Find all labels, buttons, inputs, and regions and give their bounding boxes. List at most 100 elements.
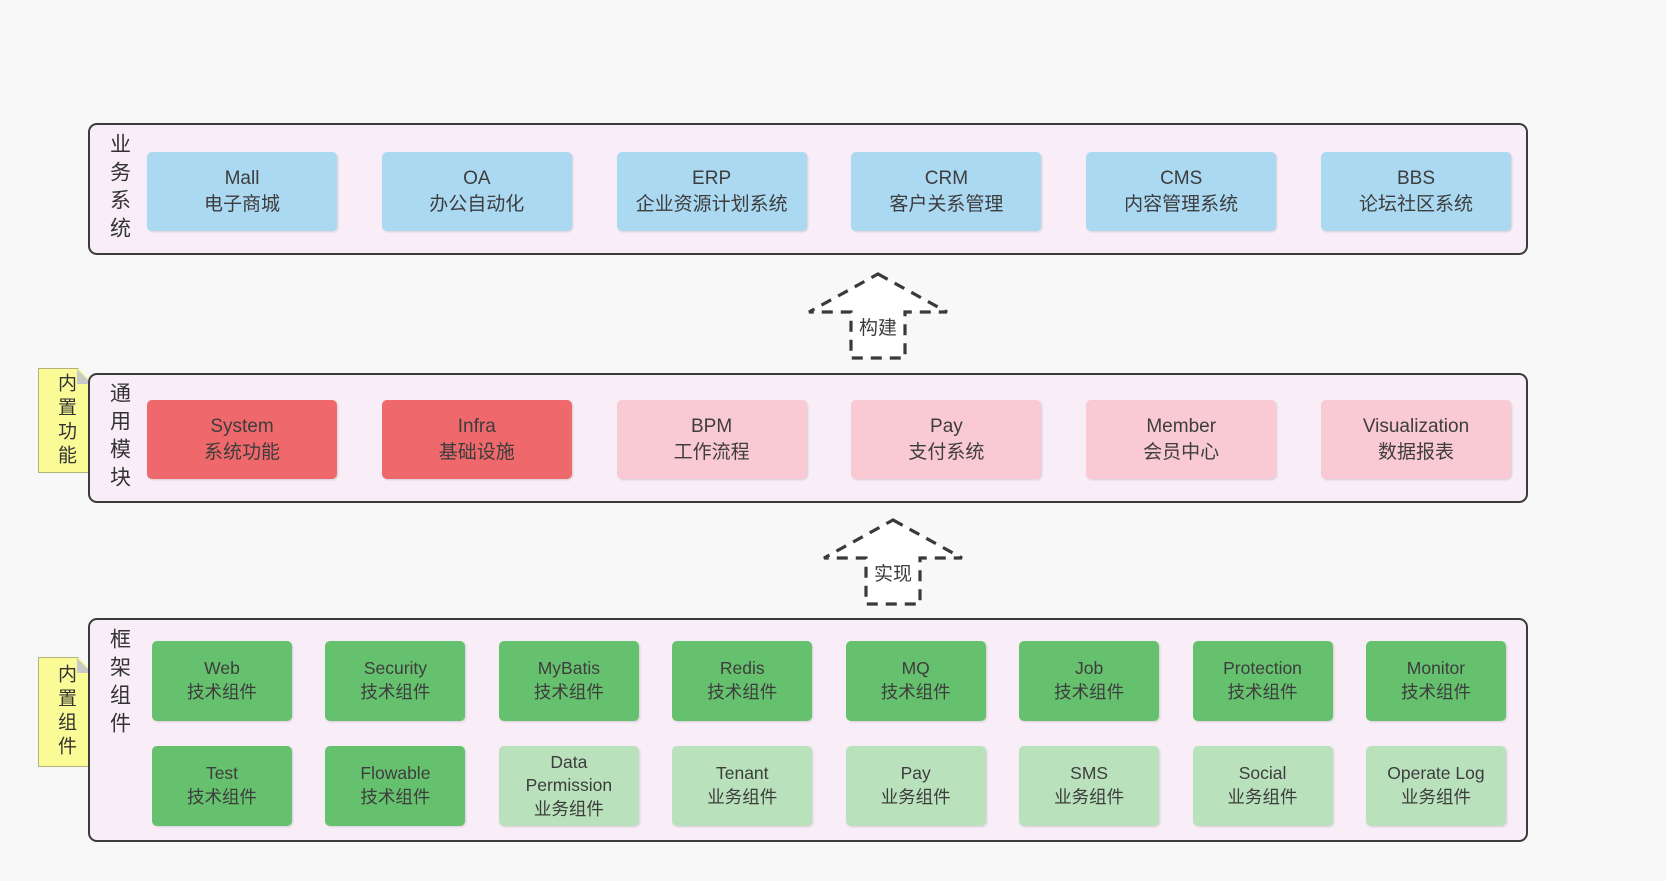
box-bpm: BPM 工作流程 — [616, 400, 807, 479]
box-mall: Mall 电子商城 — [147, 152, 337, 231]
note-built-in-components-label: 内置组件 — [55, 664, 76, 760]
box-subtitle: 电子商城 — [203, 193, 280, 215]
framework-components-row-1: Web 技术组件 Security 技术组件 MyBatis 技术组件 Redi… — [152, 641, 1506, 721]
box-job: Job 技术组件 — [1019, 641, 1160, 721]
note-built-in-features: 内置功能 — [38, 368, 93, 473]
box-subtitle: 业务组件 — [880, 787, 951, 807]
box-subtitle: 内容管理系统 — [1124, 193, 1239, 215]
box-security: Security 技术组件 — [325, 641, 466, 721]
box-name: Test — [205, 763, 239, 784]
box-oa: OA 办公自动化 — [381, 152, 572, 231]
box-name: MQ — [901, 658, 930, 679]
layer-common-modules: 通用模块 System 系统功能 Infra 基础设施 BPM 工作流程 Pay… — [88, 373, 1528, 503]
box-sms: SMS 业务组件 — [1019, 746, 1160, 826]
box-subtitle: 基础设施 — [438, 441, 515, 463]
box-subtitle: 技术组件 — [1227, 682, 1298, 702]
build-arrow-label: 构建 — [859, 317, 897, 339]
layer-label-column: 通用模块 — [90, 375, 148, 501]
box-subtitle: 技术组件 — [880, 682, 951, 702]
box-name: Monitor — [1406, 658, 1466, 679]
layer-label-column: 框架组件 — [90, 620, 148, 840]
box-subtitle: 论坛社区系统 — [1358, 193, 1473, 215]
box-name: Job — [1075, 658, 1104, 679]
box-name: ERP — [692, 167, 732, 189]
implement-arrow-icon: 实现 — [823, 518, 963, 606]
box-name: Data Permission — [525, 751, 613, 796]
box-name: Web — [204, 658, 240, 679]
note-built-in-features-label: 内置功能 — [55, 372, 76, 469]
box-subtitle: 业务组件 — [1400, 787, 1471, 807]
box-system: System 系统功能 — [147, 400, 337, 479]
box-subtitle: 客户关系管理 — [889, 193, 1004, 215]
box-subtitle: 技术组件 — [360, 682, 431, 702]
box-subtitle: 数据报表 — [1377, 441, 1454, 463]
box-subtitle: 业务组件 — [1054, 787, 1125, 807]
layer-label-column: 业务系统 — [90, 125, 148, 253]
layer-business-systems-label: 业务系统 — [107, 133, 131, 245]
box-name: CRM — [924, 167, 969, 189]
box-name: Infra — [457, 415, 496, 437]
box-name: BPM — [691, 415, 733, 437]
box-name: MyBatis — [537, 658, 600, 679]
box-bbs: BBS 论坛社区系统 — [1320, 152, 1511, 231]
box-protection: Protection 技术组件 — [1192, 641, 1333, 721]
box-name: Security — [363, 658, 428, 679]
box-name: Pay — [900, 763, 931, 784]
box-name: System — [210, 415, 274, 437]
box-social: Social 业务组件 — [1192, 746, 1333, 826]
box-subtitle: 系统功能 — [203, 441, 280, 463]
box-subtitle: 技术组件 — [707, 682, 778, 702]
box-data-permission: Data Permission 业务组件 — [498, 746, 639, 826]
layer-framework-components-label: 框架组件 — [107, 628, 131, 740]
box-subtitle: 企业资源计划系统 — [635, 193, 788, 215]
note-built-in-components: 内置组件 — [38, 657, 93, 767]
box-tenant: Tenant 业务组件 — [672, 746, 813, 826]
box-operate-log: Operate Log 业务组件 — [1365, 746, 1506, 826]
layer-business-systems: 业务系统 Mall 电子商城 OA 办公自动化 ERP 企业资源计划系统 CRM… — [88, 123, 1528, 255]
box-subtitle: 技术组件 — [187, 682, 257, 702]
box-name: Flowable — [360, 763, 431, 784]
box-subtitle: 技术组件 — [1400, 682, 1471, 702]
box-infra: Infra 基础设施 — [381, 400, 572, 479]
layer-framework-components: 框架组件 Web 技术组件 Security 技术组件 MyBatis 技术组件… — [88, 618, 1528, 842]
box-name: BBS — [1396, 167, 1435, 189]
box-erp: ERP 企业资源计划系统 — [616, 152, 807, 231]
box-mq: MQ 技术组件 — [845, 641, 986, 721]
box-crm: CRM 客户关系管理 — [851, 152, 1042, 231]
box-cms: CMS 内容管理系统 — [1086, 152, 1277, 231]
box-mybatis: MyBatis 技术组件 — [498, 641, 639, 721]
box-member: Member 会员中心 — [1086, 400, 1277, 479]
box-name: Social — [1238, 763, 1287, 784]
common-modules-row: System 系统功能 Infra 基础设施 BPM 工作流程 Pay 支付系统… — [147, 400, 1511, 479]
box-subtitle: 业务组件 — [707, 787, 778, 807]
box-pay-biz: Pay 业务组件 — [845, 746, 986, 826]
box-name: Visualization — [1362, 415, 1470, 437]
box-name: Pay — [930, 415, 963, 437]
layer-common-modules-label: 通用模块 — [107, 382, 131, 494]
box-name: OA — [463, 167, 491, 189]
box-name: SMS — [1070, 763, 1109, 784]
box-name: Member — [1146, 415, 1217, 437]
box-web: Web 技术组件 — [152, 641, 292, 721]
box-subtitle: 工作流程 — [673, 441, 750, 463]
box-subtitle: 支付系统 — [908, 441, 985, 463]
box-subtitle: 办公自动化 — [429, 193, 525, 215]
box-flowable: Flowable 技术组件 — [325, 746, 466, 826]
box-subtitle: 业务组件 — [533, 798, 604, 819]
box-name: CMS — [1160, 167, 1203, 189]
box-test: Test 技术组件 — [152, 746, 292, 826]
box-subtitle: 会员中心 — [1143, 441, 1220, 463]
box-subtitle: 技术组件 — [360, 787, 431, 807]
box-name: Redis — [719, 658, 765, 679]
implement-arrow-label: 实现 — [874, 563, 912, 585]
box-monitor: Monitor 技术组件 — [1365, 641, 1506, 721]
box-pay: Pay 支付系统 — [851, 400, 1042, 479]
box-name: Mall — [224, 167, 260, 189]
build-arrow-icon: 构建 — [808, 272, 948, 360]
box-subtitle: 业务组件 — [1227, 787, 1298, 807]
box-subtitle: 技术组件 — [187, 787, 257, 807]
box-subtitle: 技术组件 — [1054, 682, 1125, 702]
box-name: Tenant — [715, 763, 769, 784]
box-name: Protection — [1223, 658, 1302, 679]
